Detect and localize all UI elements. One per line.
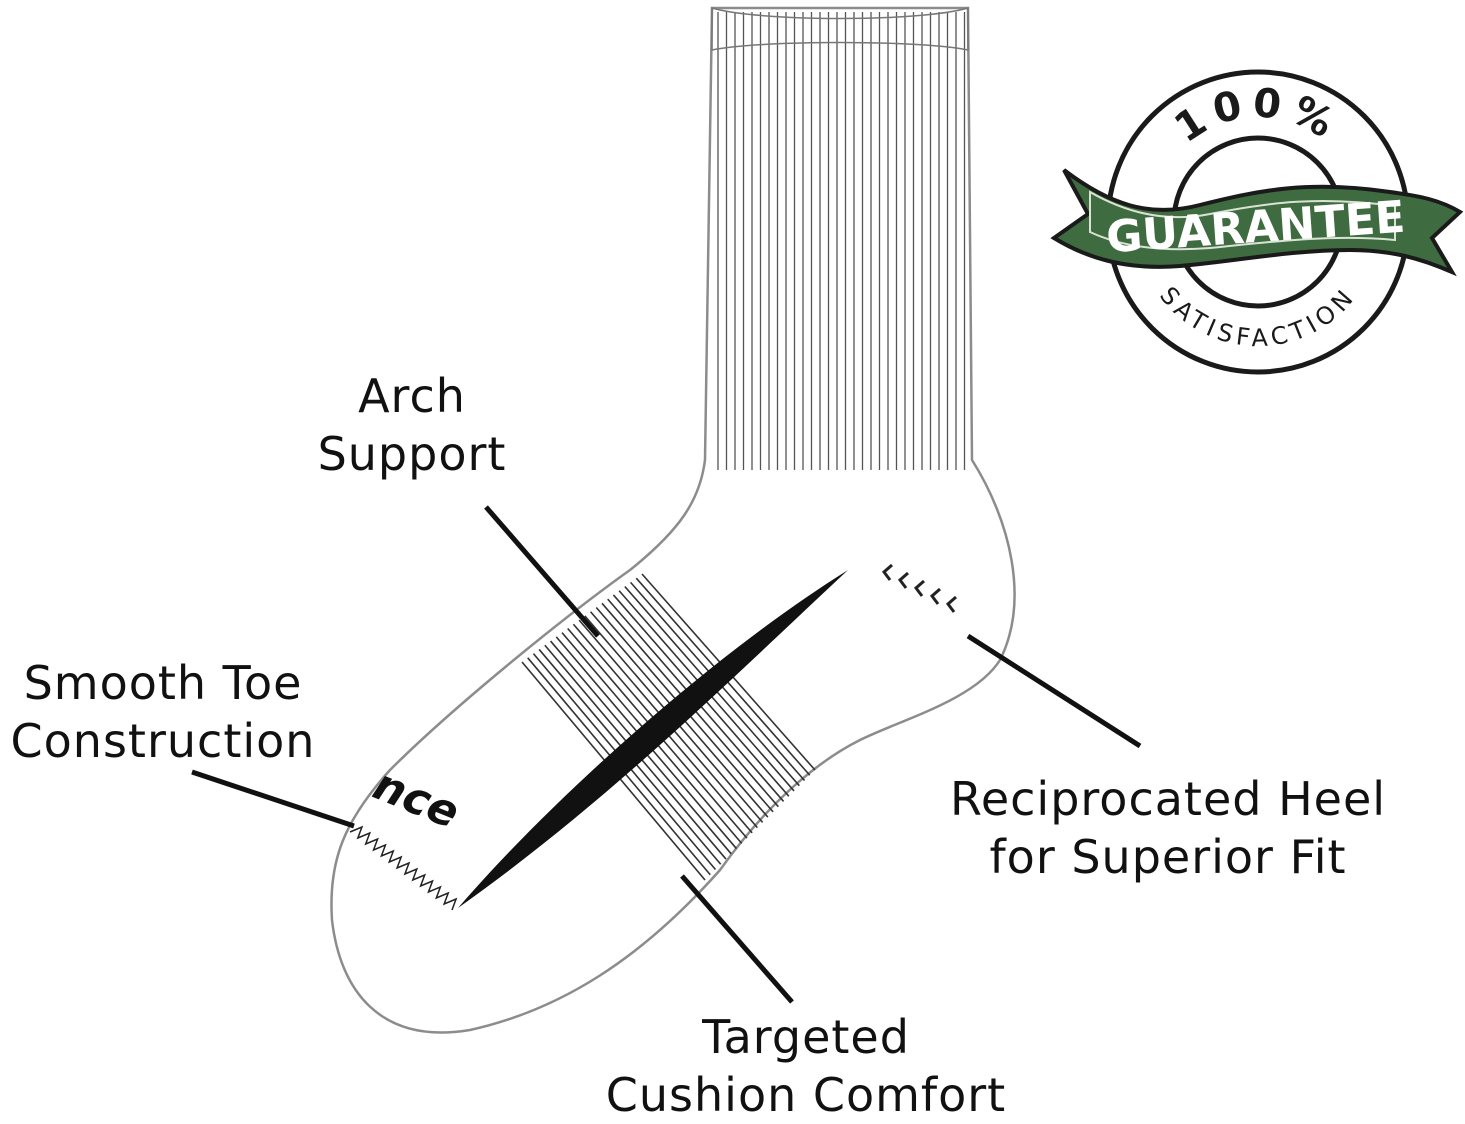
- badge-ribbon: [1050, 168, 1464, 277]
- sock-outline: [330, 6, 1016, 1034]
- label-cushion-line-2: Cushion Comfort: [605, 1068, 1007, 1122]
- label-heel-line-2: for Superior Fit: [989, 830, 1347, 884]
- label-smooth-toe: Smooth Toe Construction: [0, 654, 326, 770]
- label-arch-line-2: Support: [317, 427, 507, 481]
- heel-chevron: [929, 587, 941, 605]
- label-reciprocated-heel: Reciprocated Heel for Superior Fit: [928, 770, 1408, 886]
- sole-seam: [458, 570, 848, 908]
- label-arch-line-1: Arch: [358, 369, 466, 423]
- guarantee-badge: 100% SATISFACTION GUARANTEE: [1050, 69, 1464, 375]
- toe-zigzag: [349, 825, 458, 911]
- leader-toe: [191, 769, 355, 829]
- heel-chevrons: [881, 563, 957, 613]
- label-targeted-cushion: Targeted Cushion Comfort: [588, 1008, 1024, 1124]
- heel-chevron: [913, 579, 925, 597]
- cuff-ribs: [717, 12, 966, 470]
- heel-chevron: [897, 571, 909, 589]
- label-toe-line-1: Smooth Toe: [23, 656, 303, 710]
- cuff-rim: [711, 7, 969, 51]
- heel-chevron: [881, 563, 893, 581]
- label-heel-line-1: Reciprocated Heel: [949, 772, 1387, 826]
- badge-ribbon-inner: [1089, 190, 1396, 251]
- heel-chevron: [945, 595, 957, 613]
- label-toe-line-2: Construction: [10, 714, 316, 768]
- label-arch-support: Arch Support: [300, 367, 524, 483]
- leader-heel: [966, 633, 1142, 749]
- leader-cushion: [680, 874, 794, 1004]
- leader-arch: [484, 505, 600, 638]
- label-cushion-line-1: Targeted: [702, 1010, 910, 1064]
